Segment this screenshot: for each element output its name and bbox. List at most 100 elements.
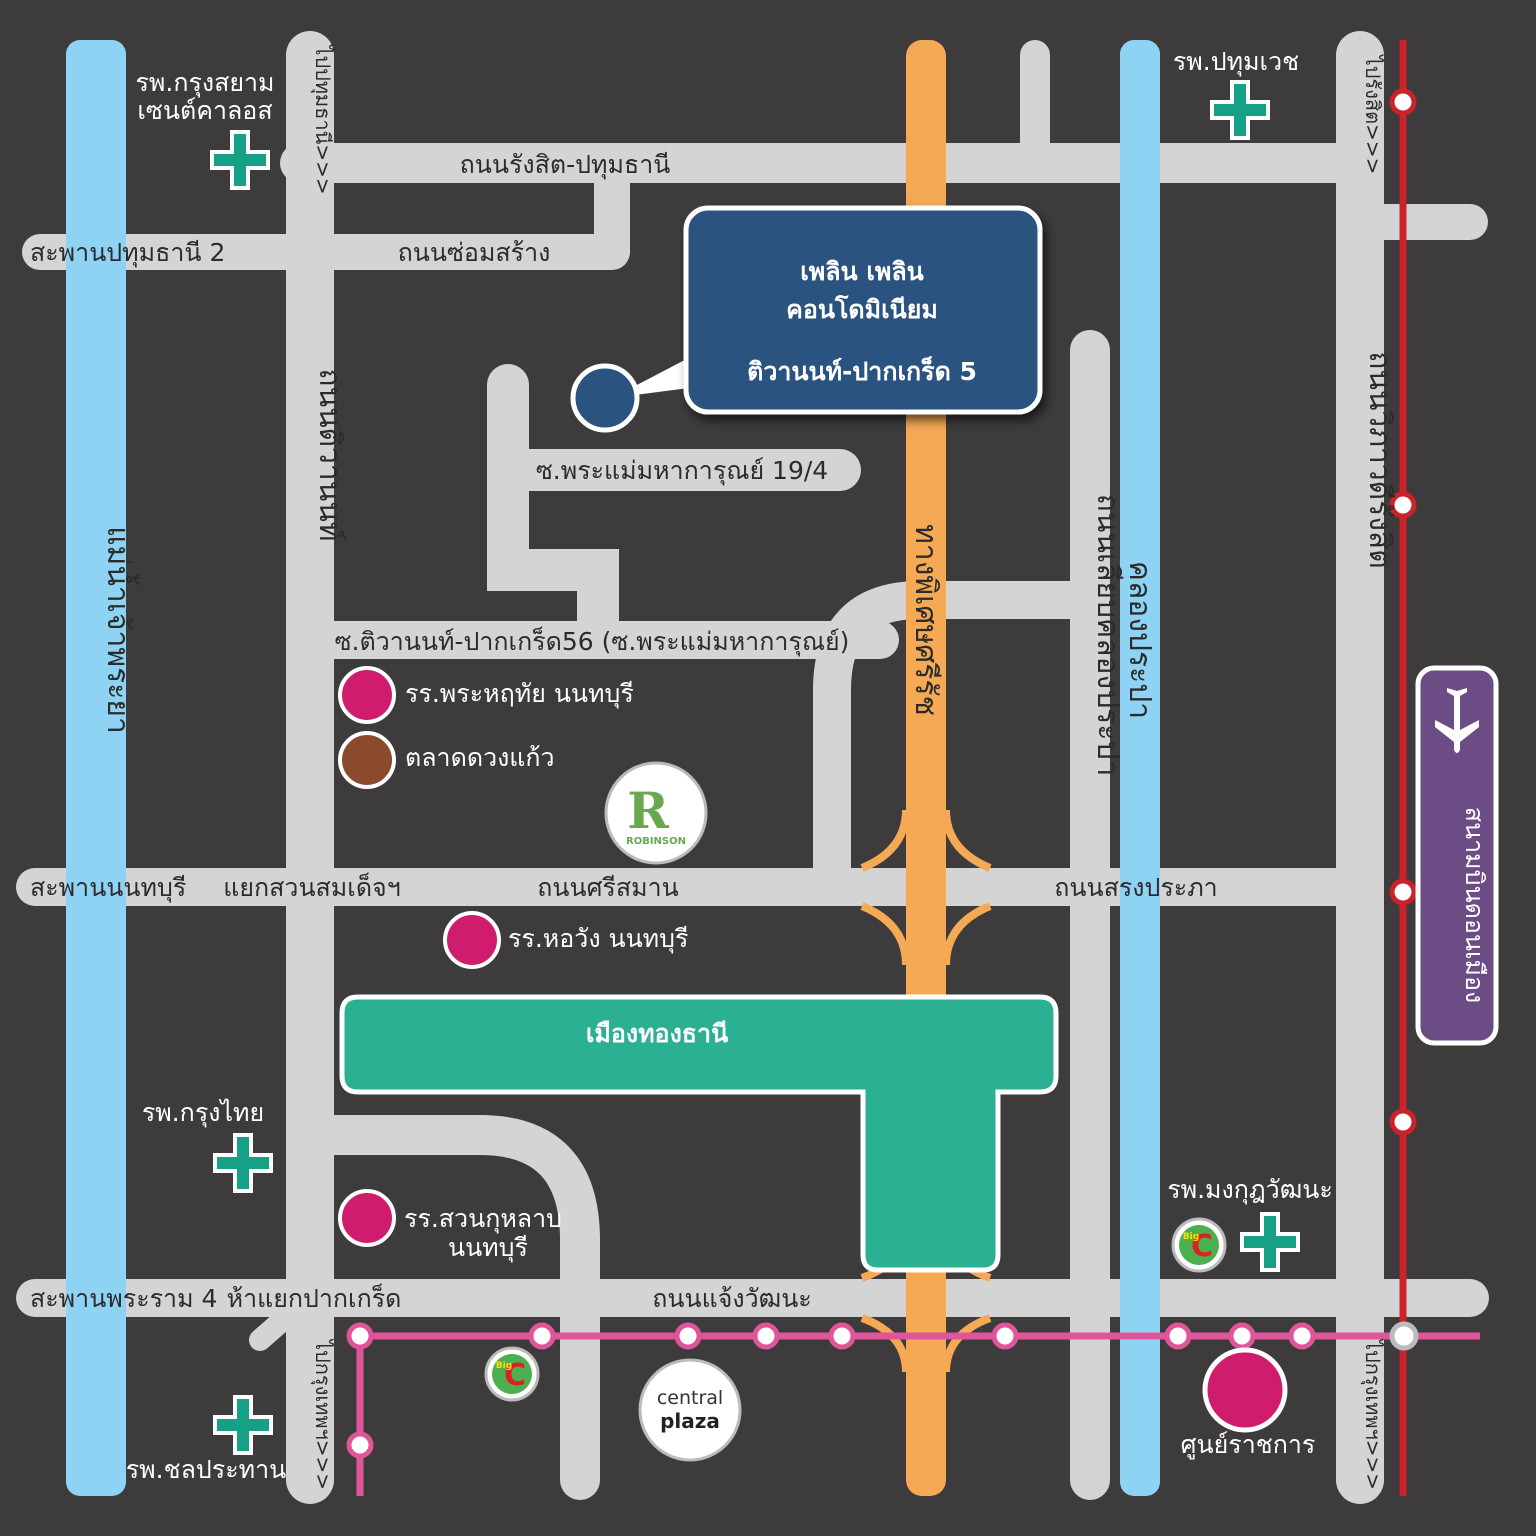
label-hosp-pathumvej: รพ.ปทุมเวช bbox=[1173, 47, 1299, 77]
pink-station bbox=[528, 1322, 556, 1350]
label-to-krungthep: ไปกรุงเทพฯ>>> bbox=[310, 1338, 335, 1490]
label-srisaman: ถนนศรีสมาน bbox=[537, 873, 678, 902]
label-gov-center: ศูนย์ราชการ bbox=[1181, 1430, 1316, 1460]
red-station bbox=[1389, 491, 1417, 519]
bigc-top: Big bbox=[496, 1361, 512, 1371]
label-to-bangkok-right: ไปกรุงเทพฯ>>> bbox=[1360, 1338, 1385, 1490]
hospital-cross-icon bbox=[1240, 1212, 1300, 1272]
school-marker bbox=[338, 666, 396, 724]
robinson-logo: R ROBINSON bbox=[604, 761, 708, 865]
pink-station bbox=[1164, 1322, 1192, 1350]
hospital-cross-icon bbox=[213, 1395, 273, 1455]
muang-thong-area bbox=[339, 994, 1059, 1273]
label-chaengwattana: ถนนแจ้งวัฒนะ bbox=[652, 1284, 811, 1313]
airport-sign: สนามบินดอนเมือง bbox=[1415, 665, 1499, 1046]
label-hosp-krungsiam-1: รพ.กรุงสยาม bbox=[135, 68, 274, 98]
ramp-7 bbox=[860, 1314, 910, 1373]
road-diagonal-stub bbox=[249, 1294, 311, 1351]
label-hosp-chonprathan: รพ.ชลประทาน bbox=[126, 1455, 286, 1484]
label-airport: สนามบินดอนเมือง bbox=[1460, 807, 1489, 1003]
label-school-horwang: รร.หอวัง นนทบุรี bbox=[508, 924, 688, 954]
red-station bbox=[1389, 1108, 1417, 1136]
gov-center-marker bbox=[1202, 1347, 1288, 1433]
label-hosp-krungthai: รพ.กรุงไทย bbox=[142, 1098, 264, 1128]
label-to-rangsit: ไปรังสิต>>> bbox=[1361, 54, 1385, 175]
red-line bbox=[1389, 40, 1417, 1496]
bigc-letter: C bbox=[1191, 1229, 1213, 1264]
bigc-logo: C Big bbox=[484, 1346, 540, 1402]
central-plaza-logo: central plaza bbox=[638, 1358, 742, 1462]
label-khlong-prapa: คลองประปา bbox=[1122, 561, 1157, 719]
muang-thong-label: เมืองทองธานี bbox=[586, 1019, 728, 1048]
label-rangsit-pathum: ถนนรังสิต-ปทุมธานี bbox=[460, 150, 671, 180]
label-hosp-mongkut: รพ.มงกุฎวัฒนะ bbox=[1167, 1175, 1333, 1205]
condo-location-pin-icon bbox=[570, 363, 640, 433]
central-line2: plaza bbox=[660, 1409, 720, 1433]
bigc-letter: C bbox=[504, 1358, 526, 1393]
label-school-phrahruthai: รร.พระหฤทัย นนทบุรี bbox=[405, 679, 634, 709]
interchange-station bbox=[1389, 1321, 1419, 1351]
waterways bbox=[66, 40, 1160, 1496]
airplane-icon bbox=[1435, 688, 1479, 753]
pink-station bbox=[346, 1431, 374, 1459]
condo-title: เพลิน เพลิน bbox=[800, 257, 924, 286]
road-suankularb-curve bbox=[290, 1115, 600, 1500]
label-soi-19-4: ซ.พระแม่มหาการุณย์ 19/4 bbox=[536, 456, 828, 486]
label-pakkret-junction: ห้าแยกปากเกร็ด bbox=[227, 1283, 402, 1313]
label-expressway: ทางพิเศษศรีรัช bbox=[908, 524, 943, 716]
road-soi-link bbox=[487, 449, 619, 651]
hospital-cross-icon bbox=[1210, 80, 1270, 140]
red-station bbox=[1389, 878, 1417, 906]
pink-station bbox=[991, 1322, 1019, 1350]
label-srongprapha: ถนนสรงประภา bbox=[1054, 873, 1217, 902]
label-nonthaburi-bridge: สะพานนนทบุรี bbox=[30, 873, 186, 903]
ramp-1 bbox=[860, 809, 910, 872]
pink-station bbox=[674, 1322, 702, 1350]
market-marker bbox=[338, 731, 396, 789]
ramp-8 bbox=[942, 1314, 992, 1373]
chao-phraya-river bbox=[66, 40, 126, 1496]
label-khlong-prapa-road: ถนนเลียบคลองประปา bbox=[1090, 494, 1125, 777]
ramp-2 bbox=[942, 809, 992, 872]
label-market-duangkaew: ตลาดดวงแก้ว bbox=[405, 743, 555, 772]
label-chao-phraya: แม่น้ำเจ้าพระยา bbox=[100, 526, 140, 734]
school-marker bbox=[443, 911, 501, 969]
pink-station bbox=[1228, 1322, 1256, 1350]
hospital-cross-icon bbox=[213, 1133, 273, 1193]
condo-sign-box bbox=[683, 205, 1043, 415]
label-rama4-bridge: สะพานพระราม 4 bbox=[30, 1284, 217, 1313]
pink-station bbox=[346, 1322, 374, 1350]
label-vibhavadi: ถนนวิภาวดีรังสิต bbox=[1362, 351, 1397, 569]
label-hosp-krungsiam-2: เซนต์คาลอส bbox=[137, 96, 272, 125]
label-tiwanon: ถนนติวานนท์ bbox=[312, 368, 347, 541]
condo-location: เพลิน เพลิน คอนโดมิเนียม ติวานนท์-ปากเกร… bbox=[570, 205, 1043, 433]
poi-markers: รร.พระหฤทัย นนทบุรี ตลาดดวงแก้ว รร.หอวัง… bbox=[338, 666, 1316, 1460]
condo-location-text: ติวานนท์-ปากเกร็ด 5 bbox=[747, 356, 977, 386]
robinson-letter: R bbox=[627, 781, 669, 840]
pink-line bbox=[346, 1321, 1480, 1496]
label-school-suankularb-1: รร.สวนกุหลาบ bbox=[404, 1204, 562, 1234]
red-station bbox=[1389, 88, 1417, 116]
bigc-top: Big bbox=[1183, 1232, 1199, 1242]
hospital-cross-icon bbox=[210, 130, 270, 190]
label-soi-56: ซ.ติวานนท์-ปากเกร็ด56 (ซ.พระแม่มหาการุณย… bbox=[335, 626, 850, 657]
ramp-4 bbox=[942, 902, 992, 966]
robinson-text: ROBINSON bbox=[626, 836, 686, 847]
central-line1: central bbox=[657, 1387, 723, 1409]
label-school-suankularb-2: นนทบุรี bbox=[448, 1233, 528, 1263]
pink-station bbox=[1288, 1322, 1316, 1350]
label-suan-somdet: แยกสวนสมเด็จฯ bbox=[223, 872, 401, 902]
condo-subtitle: คอนโดมิเนียม bbox=[786, 294, 938, 324]
road-labels: ถนนรังสิต-ปทุมธานี สะพานปทุมธานี 2 ถนนซ่… bbox=[30, 150, 1218, 1313]
pink-station bbox=[752, 1322, 780, 1350]
vertical-labels: แม่น้ำเจ้าพระยา ถนนติวานนท์ ไปปทุมธานี>>… bbox=[100, 43, 1397, 1490]
bigc-logo: C Big bbox=[1171, 1217, 1227, 1273]
label-to-pathum: ไปปทุมธานี>>> bbox=[310, 43, 335, 194]
khlong-prapa-canal bbox=[1120, 40, 1160, 1496]
hospital-markers: รพ.กรุงสยาม เซนต์คาลอส รพ.ปทุมเวช รพ.กรุ… bbox=[126, 47, 1333, 1484]
label-somsang: ถนนซ่อมสร้าง bbox=[398, 238, 551, 267]
school-marker bbox=[338, 1189, 396, 1247]
ramp-3 bbox=[860, 902, 910, 966]
